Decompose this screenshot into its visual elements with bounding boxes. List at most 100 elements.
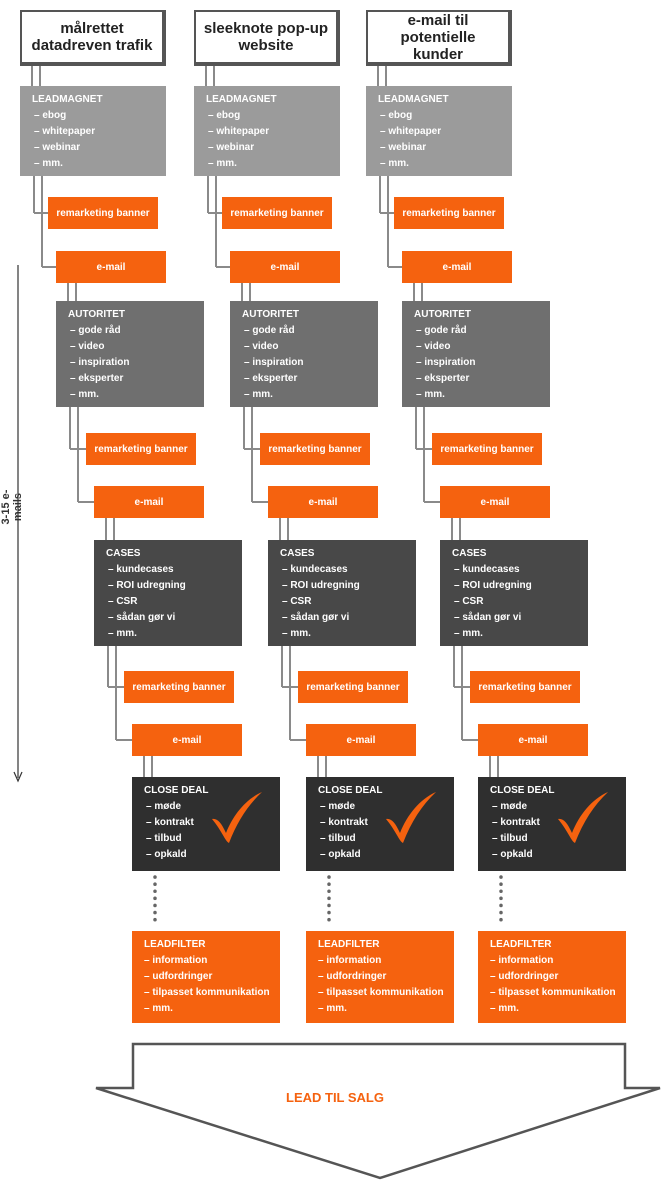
leadfilter-box-item: – information — [318, 955, 382, 966]
checkmark-icon — [212, 792, 262, 843]
close-deal-box-item: – møde — [320, 801, 356, 812]
email-box: e-mail — [132, 724, 242, 756]
leadfilter-box-item: – udfordringer — [490, 971, 559, 982]
remarketing-banner: remarketing banner — [260, 433, 370, 465]
leadfilter-box-title: LEADFILTER — [318, 939, 380, 950]
autoritet-box-item: – eksperter — [70, 373, 124, 384]
leadmagnet-box-item: – ebog — [34, 110, 67, 121]
email-box: e-mail — [478, 724, 588, 756]
autoritet-box-item: – video — [244, 341, 279, 352]
email-box: e-mail — [94, 486, 204, 518]
close-deal-box: CLOSE DEAL – møde – kontrakt – tilbud – opka… — [132, 777, 280, 871]
remarketing-banner: remarketing banner — [394, 197, 504, 229]
leadfilter-box-item: – mm. — [144, 1003, 173, 1014]
cases-box-item: – sådan gør vi — [454, 612, 522, 623]
autoritet-box-item: – eksperter — [244, 373, 298, 384]
source-label: website — [238, 37, 294, 54]
leadfilter-box-item: – mm. — [490, 1003, 519, 1014]
source-label: målrettet — [60, 20, 124, 37]
autoritet-box-item: – mm. — [416, 389, 445, 400]
close-deal-box-item: – kontrakt — [146, 817, 194, 828]
autoritet-box-item: – inspiration — [70, 357, 130, 368]
autoritet-box-item: – video — [70, 341, 105, 352]
source-label: datadreven trafik — [31, 37, 153, 54]
autoritet-box-title: AUTORITET — [242, 309, 300, 320]
cases-box: CASES– kundecases– ROI udregning– CSR– s… — [268, 540, 416, 646]
leadfilter-box-item: – mm. — [318, 1003, 347, 1014]
leadmagnet-box-item: – mm. — [208, 158, 237, 169]
email-box: e-mail — [306, 724, 416, 756]
autoritet-box: AUTORITET– gode råd– video– inspiration–… — [402, 301, 550, 407]
leadmagnet-box-title: LEADMAGNET — [32, 94, 103, 105]
leadfilter-box-item: – tilpasset kommunikation — [318, 987, 444, 998]
leadfilter-box-item: – udfordringer — [144, 971, 213, 982]
leadfilter-box-title: LEADFILTER — [144, 939, 206, 950]
cases-box-item: – ROI udregning — [282, 580, 360, 591]
autoritet-box-item: – mm. — [244, 389, 273, 400]
autoritet-box: AUTORITET– gode råd– video– inspiration–… — [230, 301, 378, 407]
cases-box-item: – sådan gør vi — [282, 612, 350, 623]
close-deal-box-title: CLOSE DEAL — [490, 785, 555, 796]
leadmagnet-box-item: – webinar — [380, 142, 427, 153]
autoritet-box-item: – inspiration — [416, 357, 476, 368]
cases-box-item: – mm. — [108, 628, 137, 639]
close-deal-box-item: – møde — [146, 801, 182, 812]
remarketing-banner: remarketing banner — [48, 197, 158, 229]
leadmagnet-box-item: – mm. — [34, 158, 63, 169]
cases-box-item: – CSR — [454, 596, 484, 607]
autoritet-box-item: – video — [416, 341, 451, 352]
autoritet-box: AUTORITET– gode råd– video– inspiration–… — [56, 301, 204, 407]
remarketing-banner: remarketing banner — [222, 197, 332, 229]
email-box: e-mail — [268, 486, 378, 518]
leadmagnet-box-item: – ebog — [380, 110, 413, 121]
leadfilter-box-item: – information — [490, 955, 554, 966]
email-count-label: 3-15 e-mails — [0, 489, 24, 525]
funnel-label: LEAD TIL SALG — [286, 1090, 384, 1105]
leadmagnet-box: LEADMAGNET– ebog– whitepaper– webinar– m… — [366, 86, 512, 176]
cases-box-item: – kundecases — [282, 564, 348, 575]
close-deal-box-item: – kontrakt — [320, 817, 368, 828]
autoritet-box-item: – gode råd — [244, 325, 295, 336]
close-deal-box-item: – opkald — [492, 849, 533, 860]
leadmagnet-box-item: – mm. — [380, 158, 409, 169]
leadmagnet-box: LEADMAGNET – ebog – whitepaper – webinar – m… — [20, 86, 166, 176]
cases-box-title: CASES — [106, 548, 141, 559]
leadmagnet-box-title: LEADMAGNET — [206, 94, 277, 105]
leadmagnet-box-item: – webinar — [208, 142, 255, 153]
email-box: e-mail — [402, 251, 512, 283]
close-deal-box-title: CLOSE DEAL — [144, 785, 209, 796]
leadmagnet-box-item: – whitepaper — [34, 126, 96, 137]
cases-box-item: – ROI udregning — [108, 580, 186, 591]
cases-box-item: – CSR — [282, 596, 312, 607]
remarketing-banner: remarketing banner — [432, 433, 542, 465]
arrow-head-icon — [13, 771, 23, 783]
cases-box-item: – mm. — [454, 628, 483, 639]
close-deal-box-item: – opkald — [146, 849, 187, 860]
leadmagnet-box-item: – webinar — [34, 142, 81, 153]
funnel-arrow — [95, 1042, 661, 1180]
close-deal-box: CLOSE DEAL– møde– kontrakt– tilbud– opka… — [478, 777, 626, 871]
email-box: e-mail — [56, 251, 166, 283]
source-label: sleeknote pop-up — [203, 20, 329, 37]
cases-box-item: – kundecases — [108, 564, 174, 575]
close-deal-box-item: – opkald — [320, 849, 361, 860]
close-deal-box-item: – tilbud — [146, 833, 182, 844]
autoritet-box-item: – eksperter — [416, 373, 470, 384]
leadfilter-box: LEADFILTER – information – udfordringer – t… — [306, 931, 454, 1023]
leadmagnet-box-title: LEADMAGNET — [378, 94, 449, 105]
cases-box-item: – kundecases — [454, 564, 520, 575]
cases-box-item: – ROI udregning — [454, 580, 532, 591]
source-label: kunder — [412, 45, 463, 63]
remarketing-banner: remarketing banner — [124, 671, 234, 703]
close-deal-box-item: – tilbud — [492, 833, 528, 844]
leadfilter-box-item: – udfordringer — [318, 971, 387, 982]
leadfilter-box-title: LEADFILTER — [490, 939, 552, 950]
source-label: e-mail til potentielle — [400, 11, 476, 46]
autoritet-box-item: – gode råd — [416, 325, 467, 336]
email-box: e-mail — [440, 486, 550, 518]
autoritet-box-title: AUTORITET — [68, 309, 126, 320]
close-deal-box-item: – tilbud — [320, 833, 356, 844]
leadfilter-box-item: – tilpasset kommunikation — [144, 987, 270, 998]
